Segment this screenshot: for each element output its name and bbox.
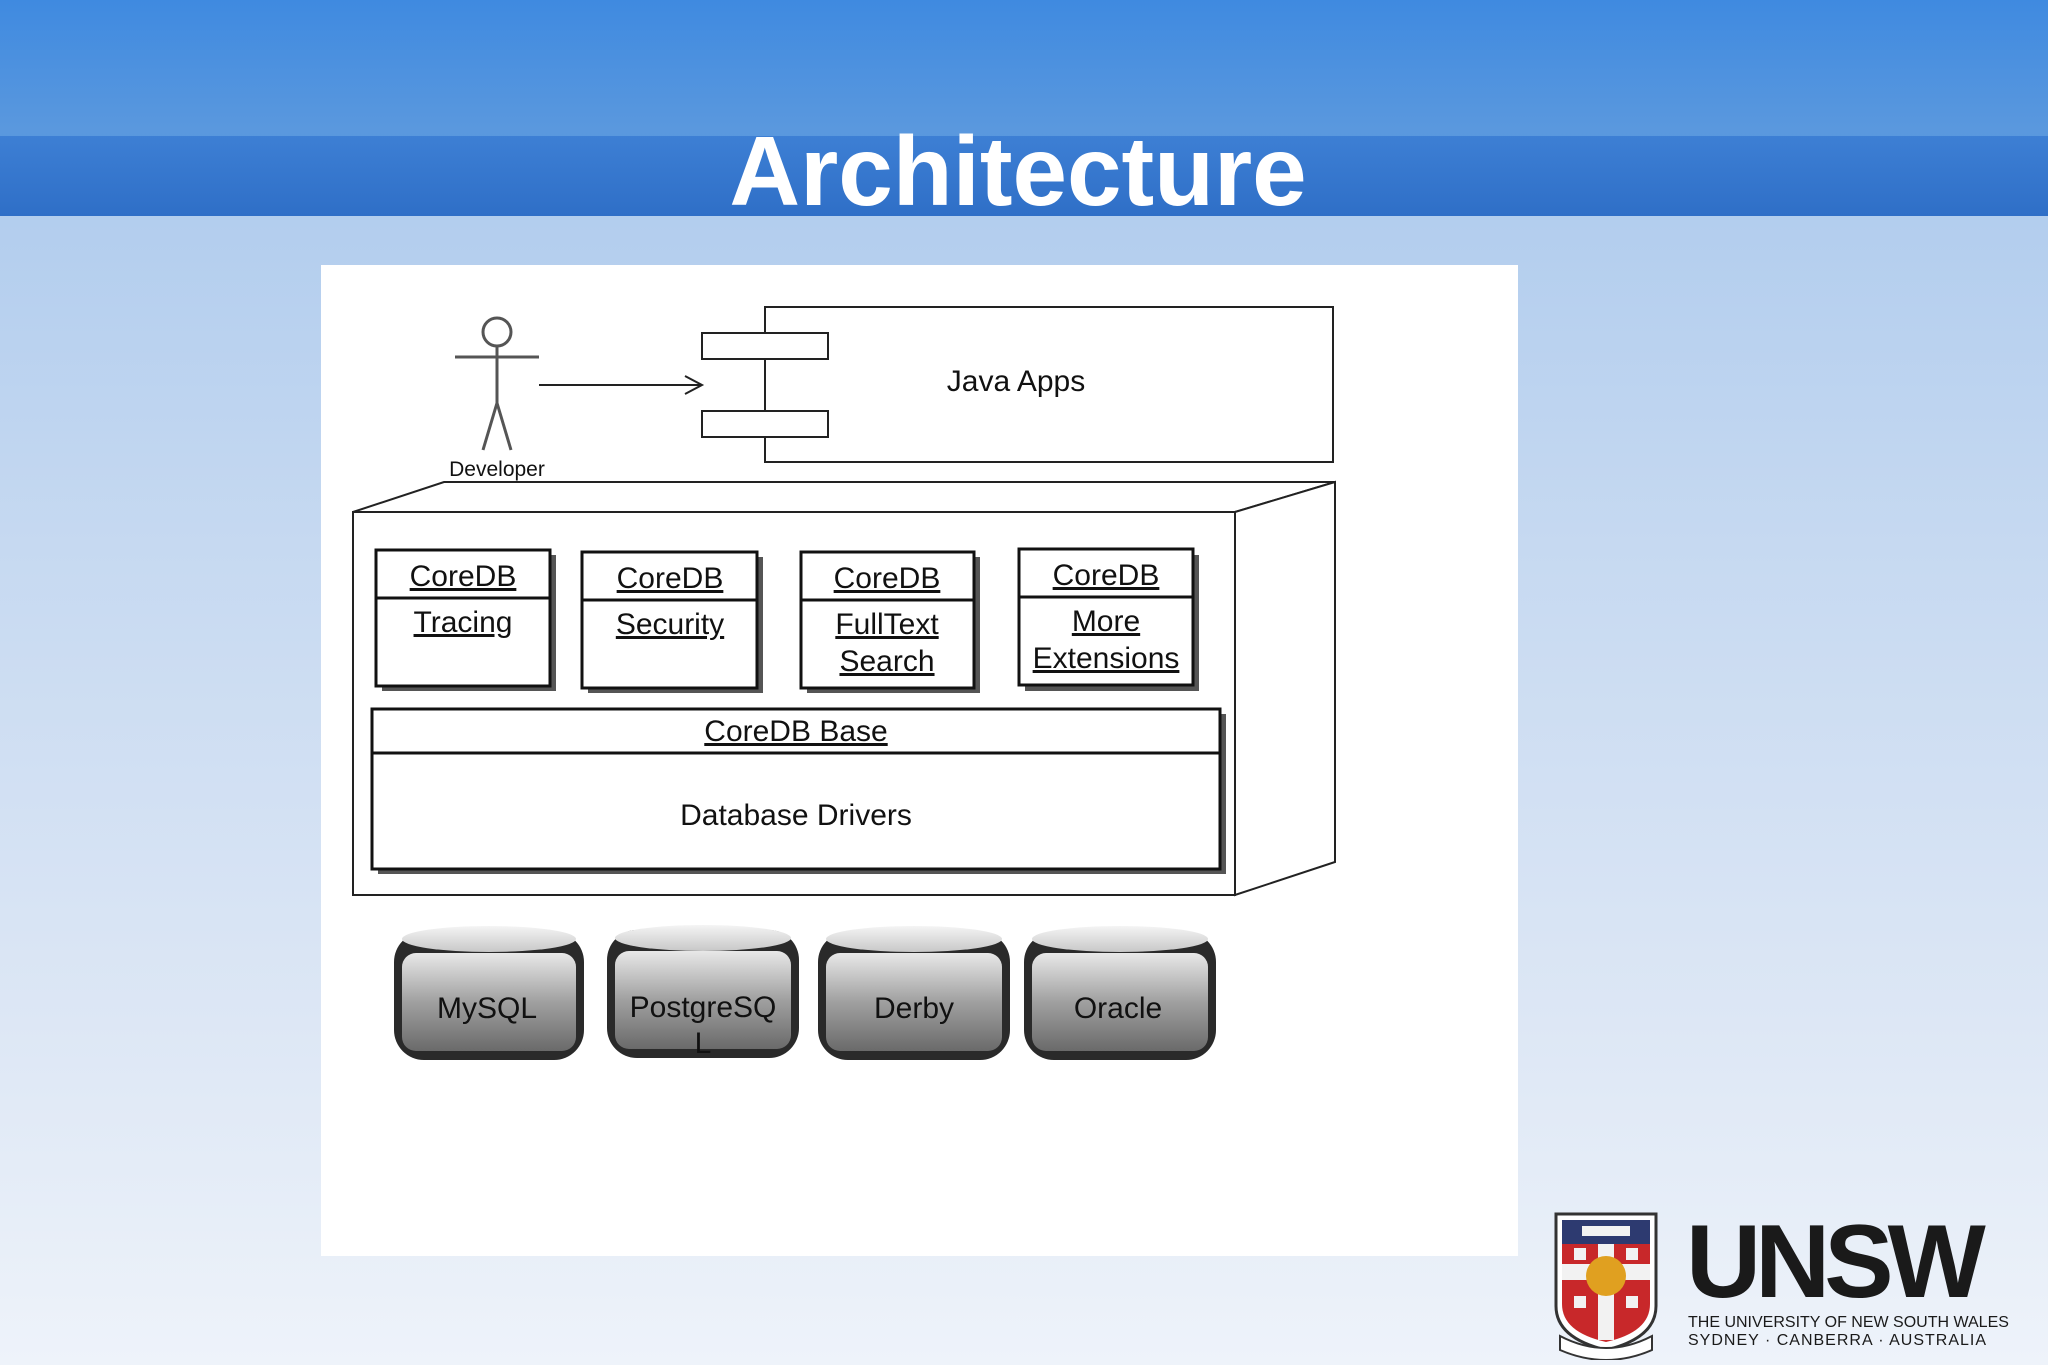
- database-postgresql: PostgreSQ L: [607, 925, 799, 1060]
- database-label: Derby: [874, 992, 954, 1025]
- coredb-base-label: CoreDB Base: [704, 715, 887, 748]
- architecture-diagram: Developer Java Apps CoreDB Tracing: [321, 265, 1518, 1256]
- java-apps-component: Java Apps: [701, 306, 1334, 463]
- java-apps-label: Java Apps: [947, 365, 1085, 398]
- database-drivers-label: Database Drivers: [680, 799, 912, 832]
- slide-title: Architecture: [729, 116, 1307, 226]
- module-header: CoreDB: [834, 562, 941, 595]
- node-top-face: [352, 481, 1336, 513]
- unsw-tagline-line1: THE UNIVERSITY OF NEW SOUTH WALES: [1688, 1314, 2009, 1331]
- unsw-crest-icon: [1554, 1212, 1658, 1360]
- title-bar-band: [0, 136, 2048, 216]
- database-label: PostgreSQ: [630, 991, 777, 1024]
- module-header: CoreDB: [410, 560, 517, 593]
- unsw-wordmark: UNSW: [1686, 1204, 1986, 1320]
- module-name-line: Search: [839, 645, 934, 678]
- module-name-line: FullText: [835, 608, 939, 641]
- module-security: CoreDB Security: [580, 550, 763, 693]
- module-more-extensions: CoreDB More Extensions: [1017, 547, 1199, 691]
- module-name-line: Tracing: [414, 606, 513, 639]
- component-tab-top: [701, 332, 829, 360]
- database-oracle: Oracle: [1024, 926, 1216, 1060]
- database-label: Oracle: [1074, 992, 1162, 1025]
- database-mysql: MySQL: [394, 926, 584, 1060]
- coredb-base: CoreDB Base Database Drivers: [370, 707, 1226, 874]
- module-header: CoreDB: [1053, 559, 1160, 592]
- unsw-logo: UNSW THE UNIVERSITY OF NEW SOUTH WALES S…: [1552, 1210, 2022, 1360]
- module-name-line: More: [1072, 605, 1140, 638]
- module-header: CoreDB: [617, 562, 724, 595]
- developer-arrow: [539, 375, 705, 395]
- diagram-canvas: Developer Java Apps CoreDB Tracing: [352, 306, 1336, 1060]
- module-tracing: CoreDB Tracing: [374, 548, 556, 691]
- developer-label: Developer: [449, 458, 545, 481]
- component-tab-bottom: [701, 410, 829, 438]
- actor-head: [481, 316, 513, 348]
- database-derby: Derby: [818, 926, 1010, 1060]
- java-apps-box: [764, 306, 1334, 463]
- unsw-tagline-line2: SYDNEY · CANBERRA · AUSTRALIA: [1688, 1332, 1987, 1349]
- actor-right-leg: [495, 402, 513, 451]
- module-name-line: Extensions: [1033, 642, 1180, 675]
- database-label: MySQL: [437, 992, 537, 1025]
- node-side-face: [1234, 480, 1336, 897]
- database-label: L: [695, 1027, 712, 1060]
- developer-actor: [455, 316, 539, 451]
- actor-left-leg: [481, 402, 499, 451]
- module-name-line: Security: [616, 608, 724, 641]
- title-bar: [0, 0, 2048, 216]
- module-fulltext-search: CoreDB FullText Search: [799, 550, 980, 693]
